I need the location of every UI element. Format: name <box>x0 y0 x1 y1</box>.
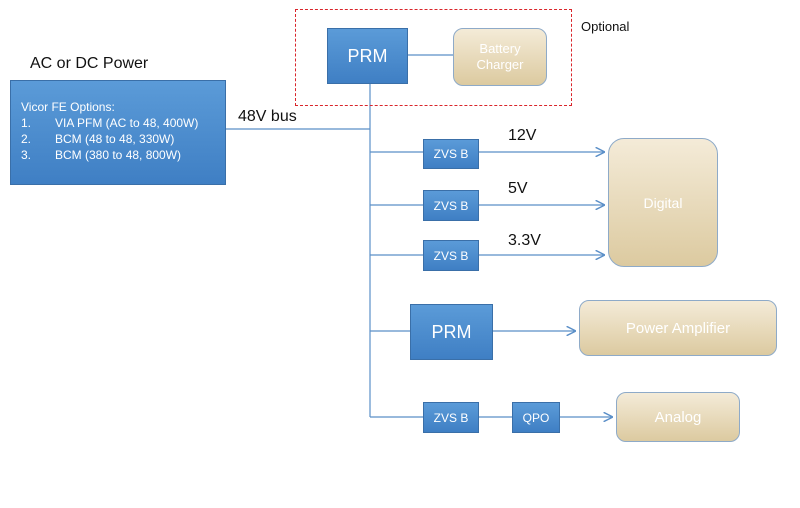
power-amplifier-load: Power Amplifier <box>579 300 777 356</box>
prm-block: PRM <box>410 304 493 360</box>
digital-load: Digital <box>608 138 718 267</box>
optional-label: Optional <box>581 19 630 34</box>
voltage-label-12v: 12V <box>508 127 537 144</box>
battery-charger-block: Battery Charger <box>453 28 547 86</box>
bus-label: 48V bus <box>238 108 297 125</box>
prm-optional-block: PRM <box>327 28 408 84</box>
fe-option: 1.VIA PFM (AC to 48, 400W) <box>21 116 199 130</box>
source-title: AC or DC Power <box>30 55 149 72</box>
voltage-label-5v: 5V <box>508 180 528 197</box>
zvs-block-12v: ZVS B <box>423 139 479 169</box>
optional-region <box>295 9 572 106</box>
zvs-block-5v: ZVS B <box>423 190 479 221</box>
fe-option: 2.BCM (48 to 48, 330W) <box>21 132 175 146</box>
analog-load: Analog <box>616 392 740 442</box>
fe-heading: Vicor FE Options: <box>21 100 115 114</box>
zvs-block-3v3: ZVS B <box>423 240 479 271</box>
voltage-label-3v3: 3.3V <box>508 232 541 249</box>
qpo-block: QPO <box>512 402 560 433</box>
fe-option: 3.BCM (380 to 48, 800W) <box>21 148 182 162</box>
zvs-block-analog: ZVS B <box>423 402 479 433</box>
vicor-fe-block: Vicor FE Options: 1.VIA PFM (AC to 48, 4… <box>10 80 226 185</box>
